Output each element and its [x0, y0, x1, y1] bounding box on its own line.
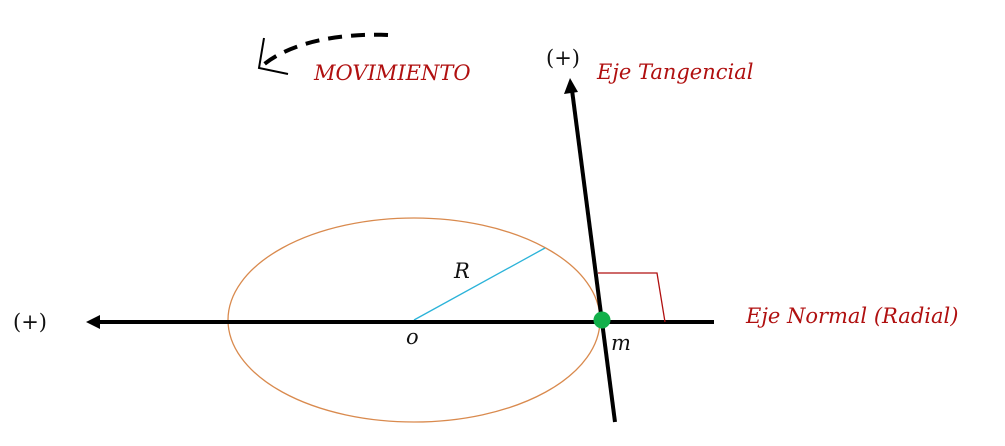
movement-dashed-arc [260, 32, 389, 68]
normal-positive-label: (+) [13, 310, 47, 334]
tangential-axis-arrowhead [564, 78, 578, 94]
right-angle-marker [598, 272, 666, 323]
tangential-positive-label: (+) [546, 46, 580, 70]
movement-arrowhead [257, 37, 289, 75]
tangential-axis-label: Eje Tangencial [596, 60, 753, 84]
normal-axis-label: Eje Normal (Radial) [745, 304, 958, 328]
mass-point [593, 311, 611, 329]
radius-line [413, 247, 546, 321]
normal-axis-arrowhead [86, 315, 100, 329]
tangential-axis-line [570, 89, 617, 423]
origin-label: o [406, 325, 419, 349]
movement-label: MOVIMIENTO [313, 61, 471, 85]
mass-label: m [611, 331, 631, 355]
radius-label: R [453, 259, 470, 283]
